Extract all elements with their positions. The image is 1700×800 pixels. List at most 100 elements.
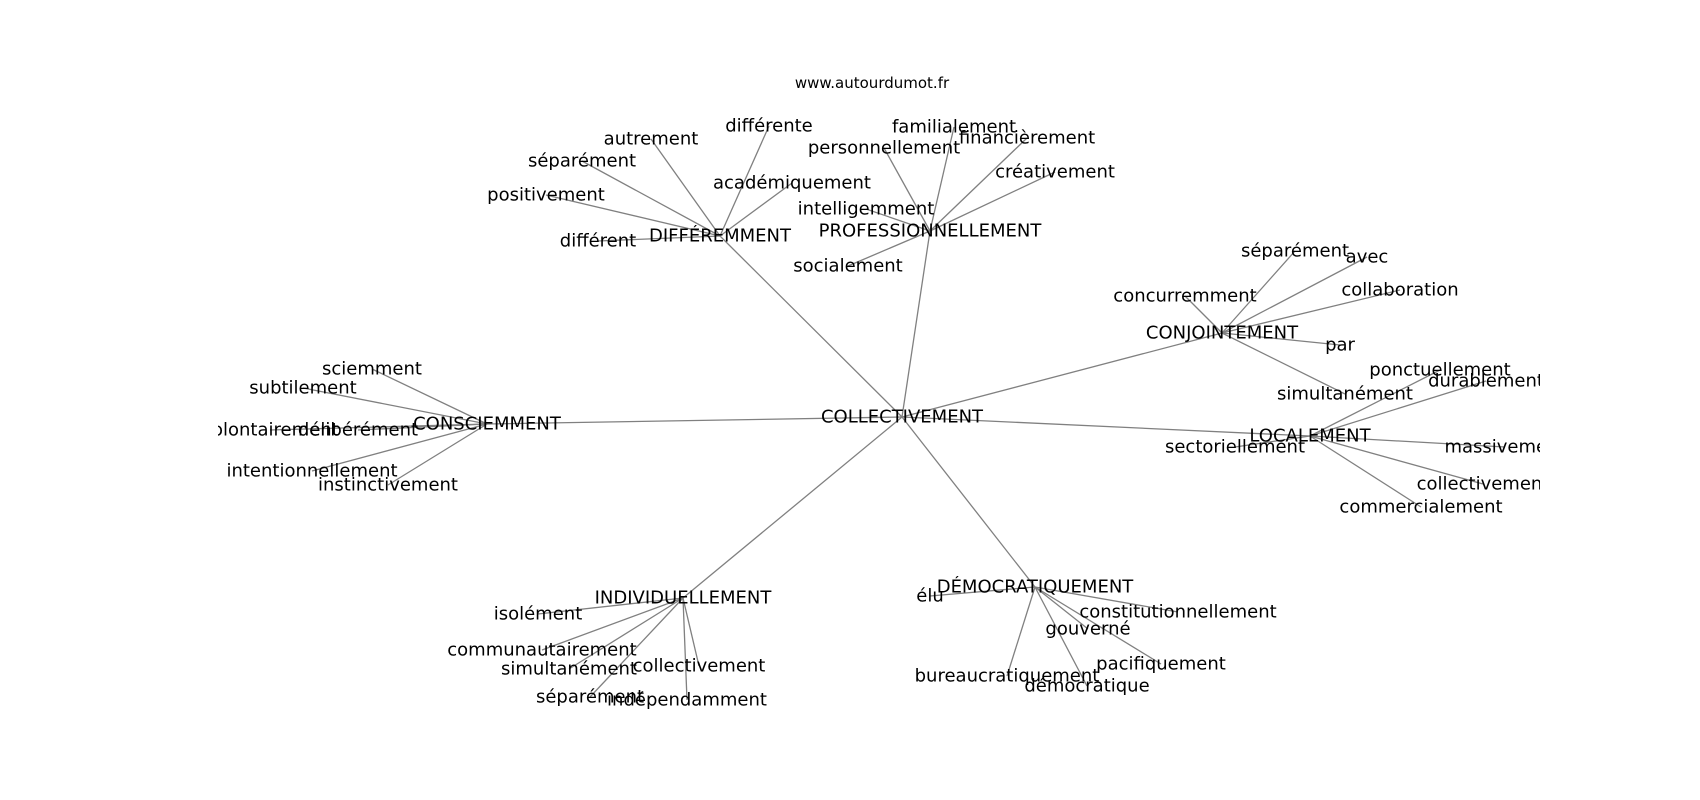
edge-root-hub bbox=[682, 416, 903, 599]
node-leaf: intentionnellement bbox=[226, 461, 397, 482]
edge-hub-leaf bbox=[1034, 586, 1179, 613]
node-hub: PROFESSIONNELLEMENT bbox=[819, 221, 1043, 242]
node-leaf: séparément bbox=[1241, 241, 1349, 262]
edge-root-hub bbox=[719, 235, 903, 418]
node-leaf: positivement bbox=[487, 185, 605, 206]
node-leaf: par bbox=[1325, 335, 1355, 356]
edge-hub-leaf bbox=[537, 597, 684, 615]
node-leaf: simultanément bbox=[501, 659, 637, 680]
node-leaf: séparément bbox=[536, 687, 644, 708]
edge-hub-leaf bbox=[1234, 435, 1311, 448]
edge-hub-leaf bbox=[1309, 435, 1484, 485]
node-leaf: simultanément bbox=[1277, 384, 1413, 405]
edge-hub-leaf bbox=[929, 126, 955, 232]
edge-hub-leaf bbox=[302, 387, 488, 425]
node-leaf: délibérément bbox=[298, 420, 418, 441]
node-leaf: séparément bbox=[528, 151, 636, 172]
edge-hub-leaf bbox=[1034, 586, 1162, 665]
edge-hub-leaf bbox=[682, 597, 688, 701]
edge-hub-leaf bbox=[387, 423, 488, 486]
node-hub: CONJOINTEMENT bbox=[1146, 323, 1299, 344]
node-leaf: différent bbox=[560, 231, 636, 252]
node-leaf: massivement bbox=[1444, 437, 1565, 458]
edge-hub-leaf bbox=[719, 125, 770, 237]
node-leaf: communautairement bbox=[447, 640, 636, 661]
edge-root-hub bbox=[901, 416, 1036, 588]
edge-root-hub bbox=[901, 230, 931, 418]
edge-hub-leaf bbox=[1221, 289, 1401, 334]
node-leaf: élu bbox=[916, 586, 943, 607]
edge-hub-leaf bbox=[1006, 586, 1036, 677]
node-leaf: pacifiquement bbox=[1096, 654, 1226, 675]
edge-hub-leaf bbox=[865, 208, 931, 232]
node-leaf: concurremment bbox=[1113, 286, 1256, 307]
edge-hub-leaf bbox=[650, 138, 721, 237]
node-leaf: autrement bbox=[604, 129, 699, 150]
node-hub: DÉMOCRATIQUEMENT bbox=[937, 576, 1135, 598]
node-leaf: collectivement bbox=[633, 656, 766, 677]
edge-hub-leaf bbox=[929, 171, 1056, 232]
edge-hub-leaf bbox=[568, 597, 684, 670]
edge-hub-leaf bbox=[269, 423, 488, 431]
node-hub: LOCALEMENT bbox=[1249, 426, 1371, 447]
node-leaf: instinctivement bbox=[318, 475, 458, 496]
edge-hub-leaf bbox=[1309, 435, 1422, 508]
edge-hub-leaf bbox=[1221, 332, 1341, 346]
node-leaf: collectivement bbox=[1417, 474, 1550, 495]
edge-hub-leaf bbox=[597, 235, 721, 242]
node-leaf: bureaucratiquement bbox=[915, 666, 1100, 687]
node-leaf: constitutionnellement bbox=[1079, 602, 1276, 623]
edge-hub-leaf bbox=[1309, 369, 1441, 437]
node-leaf: démocratique bbox=[1024, 676, 1149, 697]
site-url: www.autourdumot.fr bbox=[795, 74, 950, 92]
node-leaf: créativement bbox=[995, 162, 1115, 183]
node-hub: INDIVIDUELLEMENT bbox=[595, 588, 773, 609]
edge-root-hub bbox=[486, 416, 903, 425]
node-leaf: ponctuellement bbox=[1369, 360, 1510, 381]
node-leaf: sciemment bbox=[322, 359, 422, 380]
node-leaf: sectoriellement bbox=[1165, 437, 1305, 458]
node-leaf: personnellement bbox=[808, 138, 960, 159]
node-leaf: académiquement bbox=[713, 173, 871, 194]
edge-hub-leaf bbox=[545, 194, 721, 237]
edge-hub-leaf bbox=[929, 586, 1036, 597]
node-leaf: financièrement bbox=[959, 128, 1095, 149]
node-leaf: volontairement bbox=[201, 420, 338, 441]
graph-edges bbox=[269, 125, 1506, 701]
node-root: COLLECTIVEMENT bbox=[821, 407, 984, 428]
edge-hub-leaf bbox=[1221, 256, 1368, 334]
edge-hub-leaf bbox=[589, 597, 684, 698]
edge-hub-leaf bbox=[371, 368, 488, 425]
edge-hub-leaf bbox=[847, 230, 931, 267]
edge-root-hub bbox=[901, 332, 1223, 418]
node-leaf: socialement bbox=[793, 256, 902, 277]
edge-hub-leaf bbox=[357, 423, 488, 431]
edge-hub-leaf bbox=[1221, 250, 1296, 334]
node-leaf: intelligemment bbox=[798, 199, 935, 220]
edge-root-hub bbox=[901, 416, 1311, 437]
edge-hub-leaf bbox=[1034, 586, 1088, 687]
edge-hub-leaf bbox=[682, 597, 700, 667]
node-leaf: subtilement bbox=[249, 378, 356, 399]
node-hub: DIFFÉREMMENT bbox=[649, 225, 792, 247]
node-leaf: commercialement bbox=[1339, 497, 1502, 518]
edge-hub-leaf bbox=[1221, 332, 1346, 395]
node-leaf: gouverné bbox=[1045, 619, 1130, 640]
node-leaf: durablement bbox=[1428, 371, 1544, 392]
edge-hub-leaf bbox=[1309, 435, 1506, 448]
edge-hub-leaf bbox=[1184, 295, 1223, 334]
edge-hub-leaf bbox=[883, 147, 931, 232]
node-leaf: isolément bbox=[494, 604, 583, 625]
edge-hub-leaf bbox=[311, 423, 488, 472]
node-leaf: avec bbox=[1346, 247, 1389, 268]
edge-hub-leaf bbox=[541, 597, 684, 651]
graph-labels: COLLECTIVEMENTdifférenteautrementséparém… bbox=[201, 116, 1565, 711]
edge-hub-leaf bbox=[1309, 380, 1487, 437]
edge-hub-leaf bbox=[719, 182, 793, 237]
node-leaf: indépendamment bbox=[607, 690, 767, 711]
node-hub: CONSCIEMMENT bbox=[413, 414, 562, 435]
node-leaf: familialement bbox=[892, 117, 1016, 138]
node-leaf: différente bbox=[725, 116, 813, 137]
edge-hub-leaf bbox=[1034, 586, 1089, 630]
